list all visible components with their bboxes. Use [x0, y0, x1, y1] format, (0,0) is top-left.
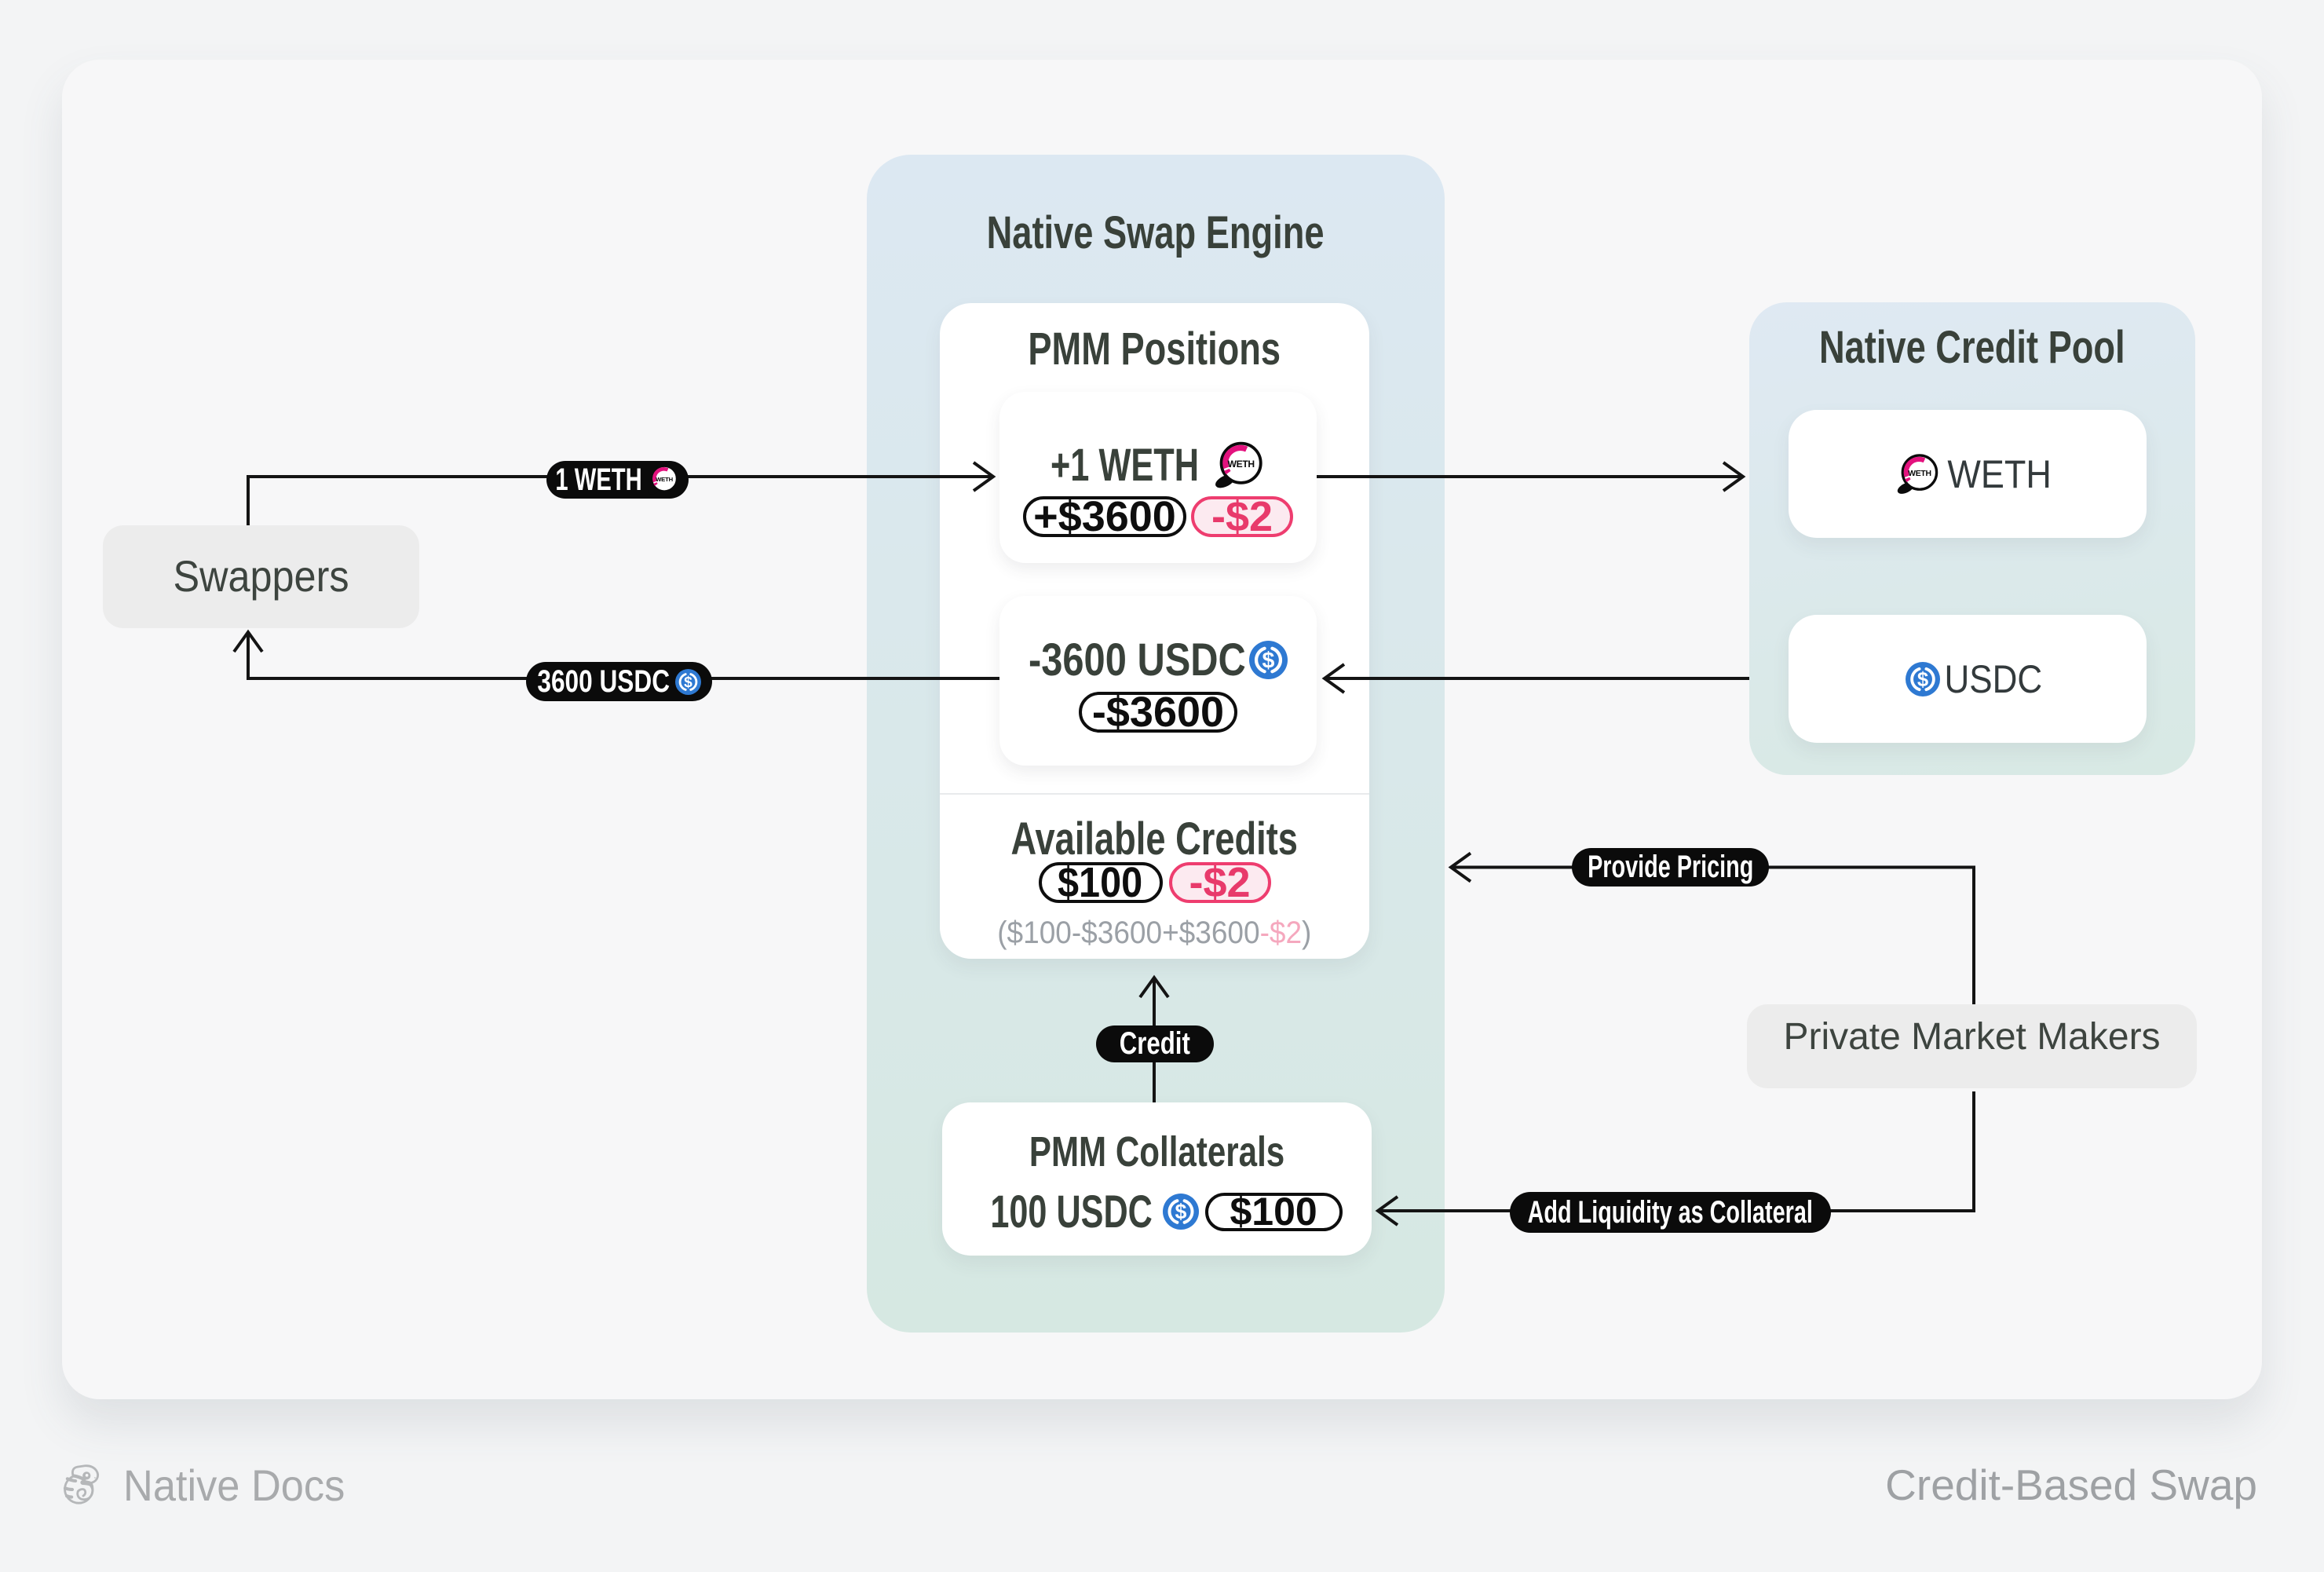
svg-text:$: $ — [1175, 1200, 1186, 1223]
svg-text:WETH: WETH — [1908, 470, 1931, 478]
svg-text:WETH: WETH — [1228, 459, 1255, 470]
svg-text:$: $ — [1917, 668, 1928, 690]
svg-text:WETH: WETH — [656, 476, 673, 483]
svg-text:$: $ — [1262, 648, 1274, 673]
svg-text:$: $ — [684, 674, 692, 691]
